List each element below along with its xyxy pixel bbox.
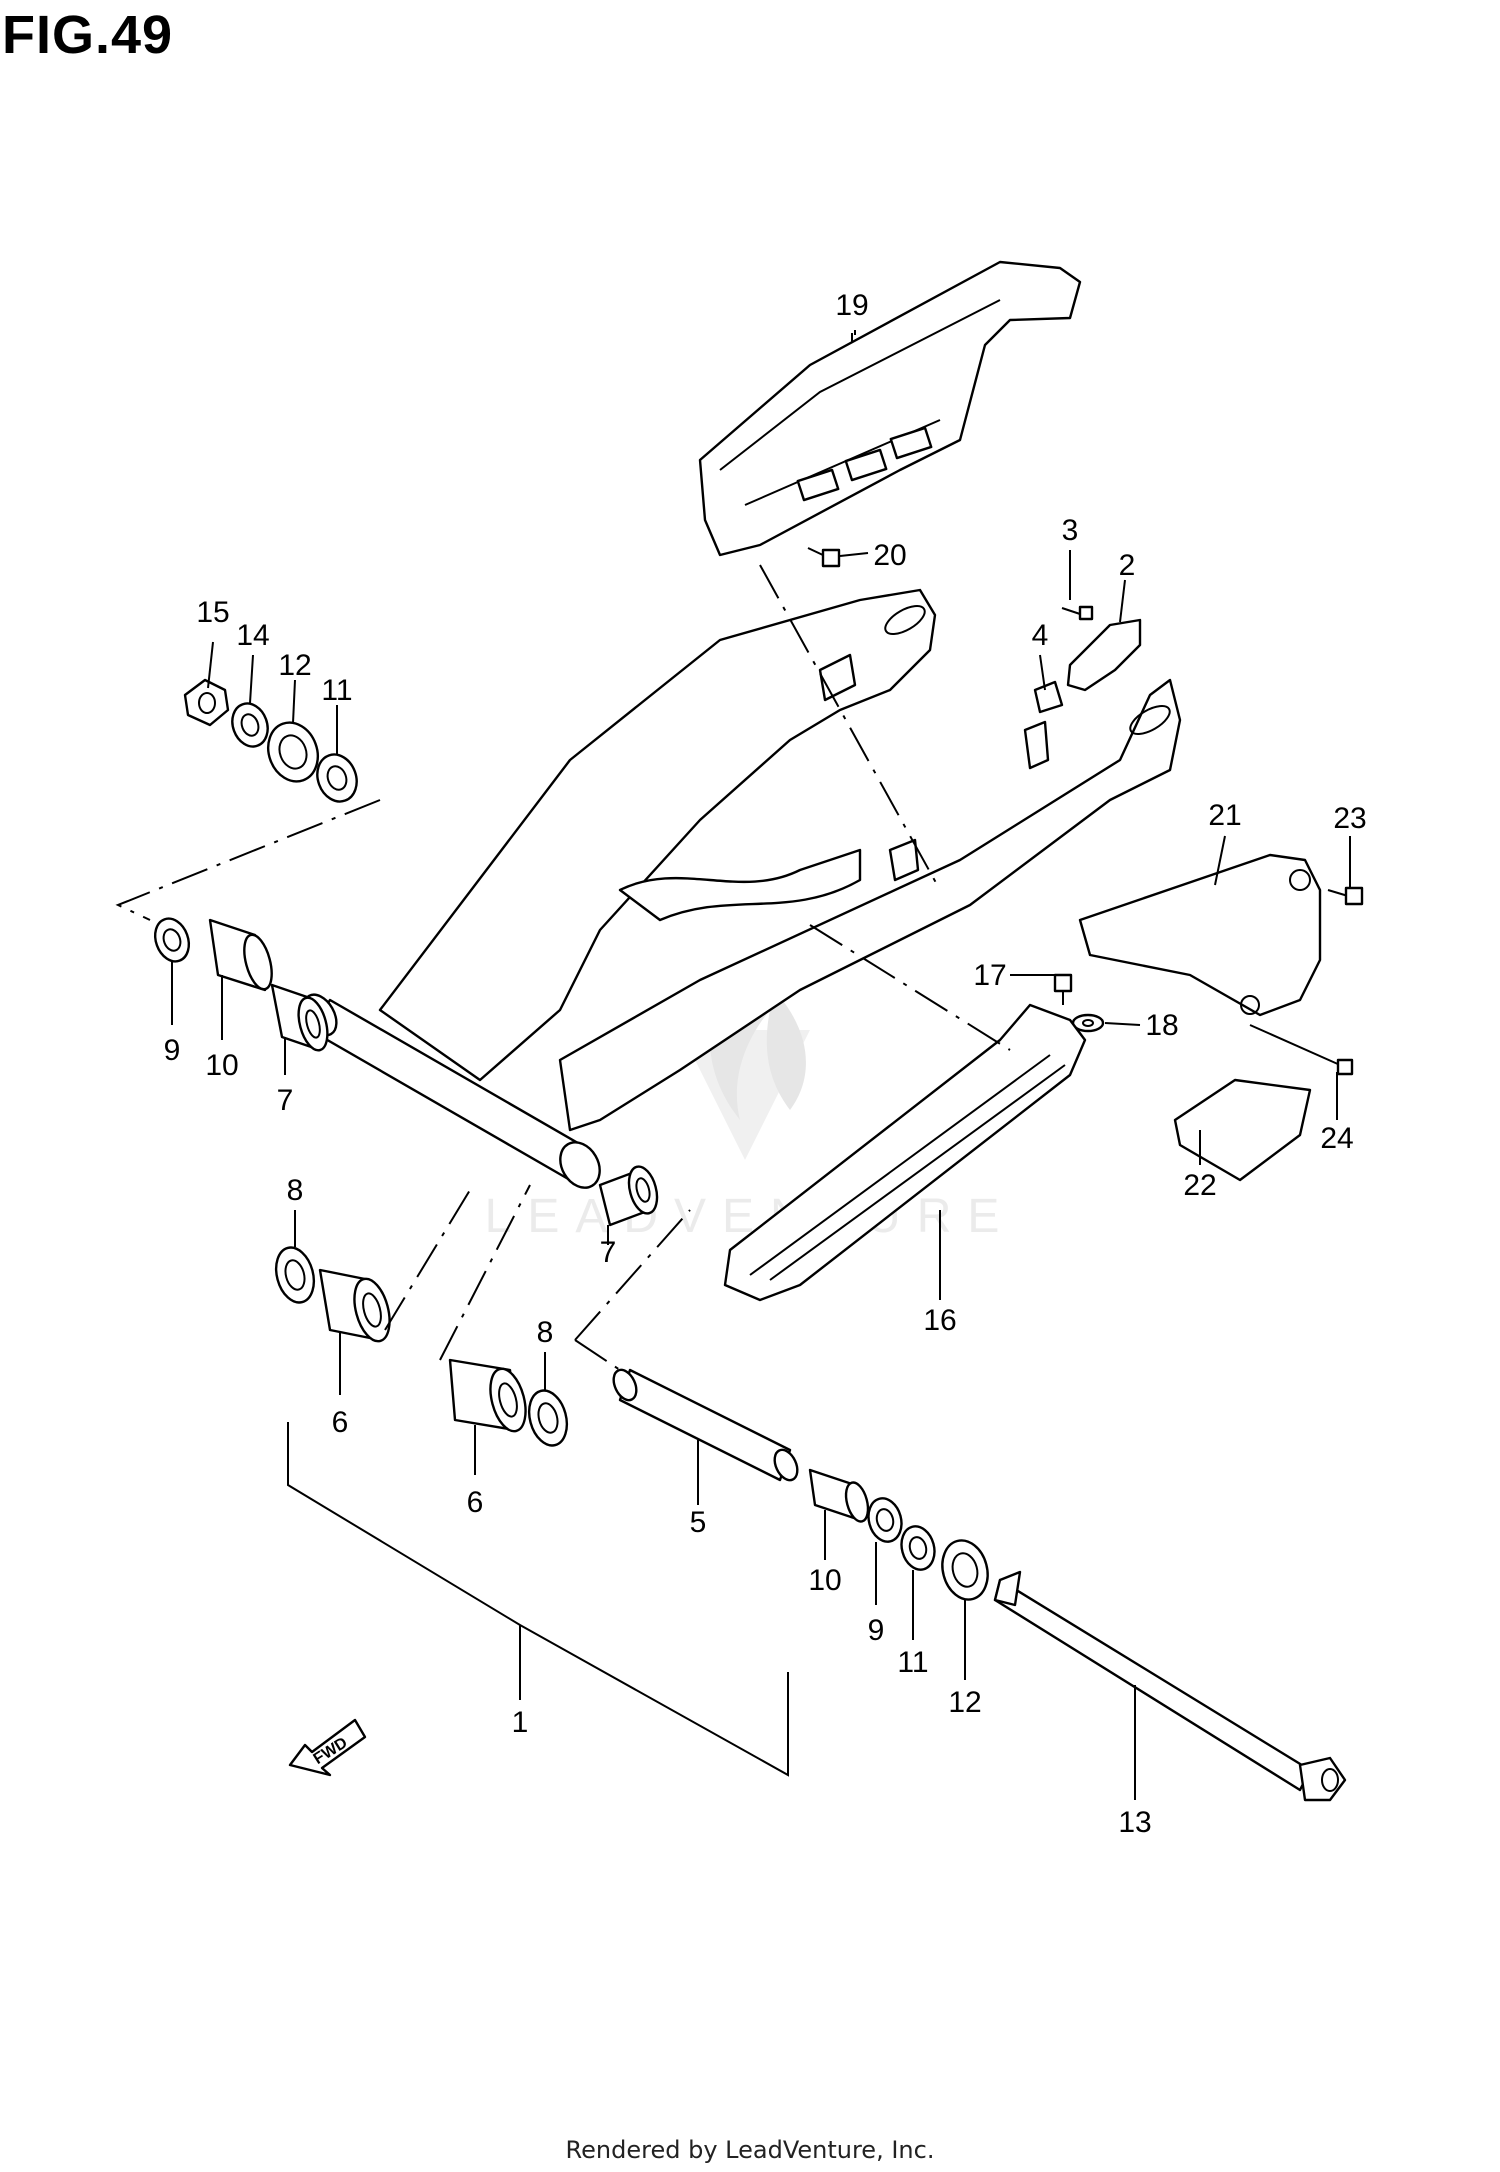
label-24: 24	[1320, 1122, 1353, 1155]
label-8b: 8	[537, 1316, 554, 1349]
part-23-bolt	[1327, 886, 1364, 906]
label-20: 20	[873, 539, 906, 572]
label-7b: 7	[600, 1236, 617, 1269]
label-6a: 6	[332, 1406, 349, 1439]
callout-labels: 1 2 3 4 5 6 6 7 7 8 8 9 9 10 10 11 11 12…	[164, 289, 1367, 1839]
watermark-text: LEADVENTURE	[485, 1190, 1016, 1243]
label-7a: 7	[277, 1084, 294, 1117]
label-3: 3	[1062, 514, 1079, 547]
label-11b: 11	[897, 1646, 928, 1679]
part-1-swingarm	[302, 588, 1182, 1189]
label-23: 23	[1333, 802, 1366, 835]
part-12-seal	[267, 721, 319, 783]
part-24-bolt	[1249, 1024, 1354, 1076]
label-14: 14	[236, 619, 269, 652]
label-17: 17	[973, 959, 1006, 992]
label-5: 5	[690, 1506, 707, 1539]
part-8-seal-right	[527, 1389, 569, 1447]
label-9a: 9	[164, 1034, 181, 1067]
part-15-nut	[183, 678, 230, 727]
part-21-bracket	[1078, 853, 1322, 1017]
label-6b: 6	[467, 1486, 484, 1519]
label-13: 13	[1118, 1806, 1151, 1839]
label-12b: 12	[948, 1686, 981, 1719]
label-10b: 10	[808, 1564, 841, 1597]
fwd-arrow-icon: FWD	[288, 1718, 367, 1777]
assembly-bracket-1	[287, 1422, 789, 1777]
part-7-bearing-right	[598, 1165, 659, 1227]
part-22-guard	[1173, 1078, 1312, 1182]
part-4-clip	[1033, 680, 1064, 714]
part-7-bearing	[270, 983, 329, 1052]
part-14-washer	[231, 702, 269, 748]
leader-lines	[171, 330, 1351, 1800]
label-10a: 10	[205, 1049, 238, 1082]
part-10-bushing	[208, 918, 273, 992]
label-11a: 11	[321, 674, 352, 707]
label-19: 19	[835, 289, 868, 322]
part-9-ring-right	[867, 1497, 903, 1543]
label-16: 16	[923, 1304, 956, 1337]
label-8a: 8	[287, 1174, 304, 1207]
part-12-seal-right	[941, 1539, 989, 1601]
footer-credit: Rendered by LeadVenture, Inc.	[565, 2136, 935, 2164]
part-19-chain-guard	[698, 260, 1082, 557]
label-9b: 9	[868, 1614, 885, 1647]
label-18: 18	[1145, 1009, 1178, 1042]
label-12a: 12	[278, 649, 311, 682]
part-10-bushing-right	[808, 1468, 870, 1523]
part-20-bolt	[807, 547, 841, 568]
part-13-pivot-bolt	[993, 1570, 1347, 1802]
part-8-seal-left	[274, 1246, 316, 1304]
part-11-washer-right	[900, 1525, 936, 1571]
part-6-bearing-left	[318, 1268, 391, 1343]
part-9-ring	[153, 917, 191, 963]
figure-title: FIG.49	[2, 5, 174, 65]
label-22: 22	[1183, 1169, 1216, 1202]
label-21: 21	[1208, 799, 1241, 832]
label-1: 1	[512, 1706, 529, 1739]
part-6-bearing-right	[448, 1358, 527, 1433]
part-11-washer	[316, 753, 358, 803]
label-2: 2	[1119, 549, 1136, 582]
part-5-spacer	[612, 1368, 799, 1482]
part-16-chain-slider	[723, 1003, 1087, 1302]
assembly-lines	[115, 564, 1011, 1371]
part-2-bracket	[1066, 618, 1142, 692]
part-3-screw	[1061, 605, 1094, 621]
part-17-screw	[1053, 973, 1073, 1005]
label-4: 4	[1032, 619, 1049, 652]
label-15: 15	[196, 596, 229, 629]
